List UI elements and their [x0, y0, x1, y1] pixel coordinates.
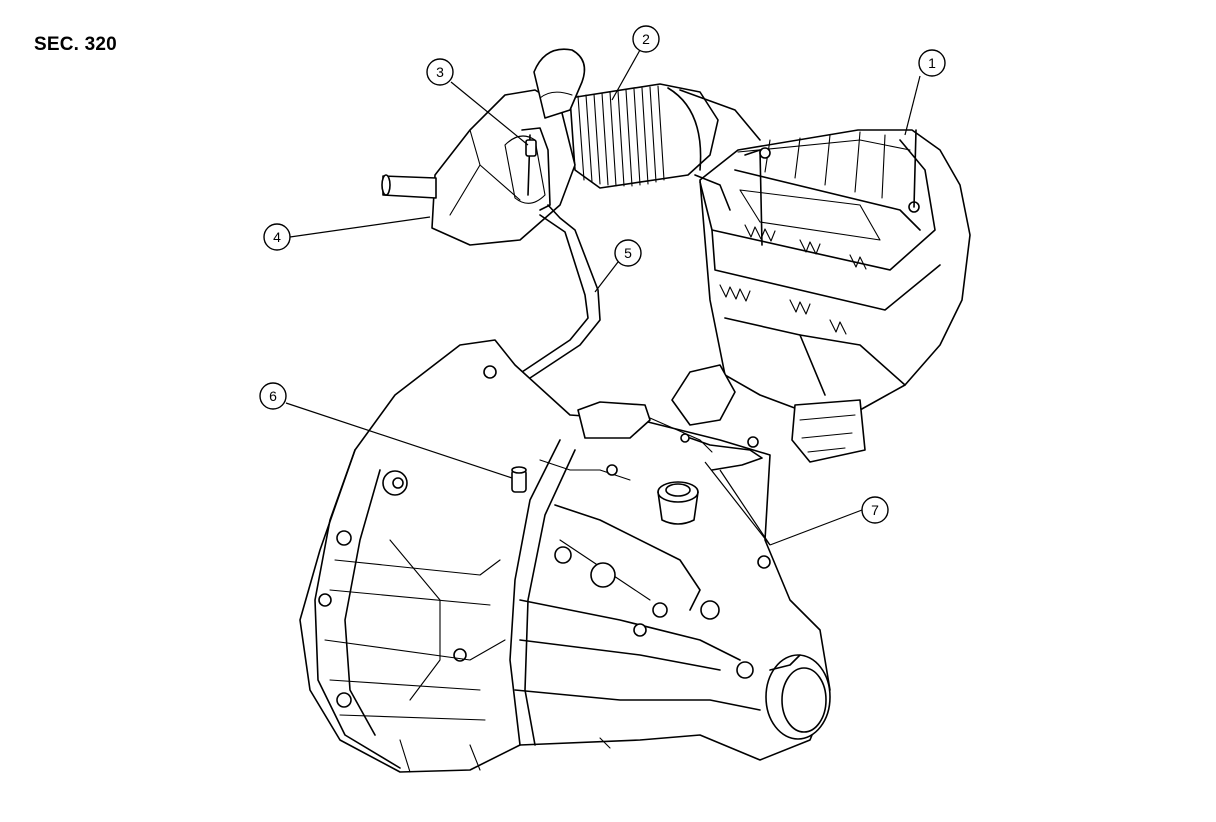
leader-2 — [611, 49, 641, 101]
callout-3: 3 — [426, 58, 454, 86]
callout-6: 6 — [259, 382, 287, 410]
callout-2: 2 — [632, 25, 660, 53]
part-7-transmission — [299, 339, 831, 773]
leader-5 — [594, 261, 619, 293]
leader-7 — [769, 509, 863, 546]
leader-3 — [450, 81, 529, 146]
callout-6-label: 6 — [269, 388, 277, 404]
callout-3-label: 3 — [436, 64, 444, 80]
callout-1: 1 — [918, 49, 946, 77]
callout-5: 5 — [614, 239, 642, 267]
callout-7-label: 7 — [871, 502, 879, 518]
section-label: SEC. 320 — [34, 34, 117, 55]
part-4-resonator — [381, 48, 586, 246]
callout-7: 7 — [861, 496, 889, 524]
part-3-clamp — [521, 127, 551, 211]
part-1-air-box — [671, 129, 971, 463]
callout-5-label: 5 — [624, 245, 632, 261]
part-2-bellows-hose — [569, 83, 761, 211]
callout-1-label: 1 — [928, 55, 936, 71]
callout-4-label: 4 — [273, 229, 281, 245]
leader-1 — [904, 75, 921, 136]
leader-4 — [289, 216, 431, 238]
leader-lines — [285, 49, 921, 546]
callout-2-label: 2 — [642, 31, 650, 47]
callout-4: 4 — [263, 223, 291, 251]
leader-6 — [285, 402, 513, 479]
